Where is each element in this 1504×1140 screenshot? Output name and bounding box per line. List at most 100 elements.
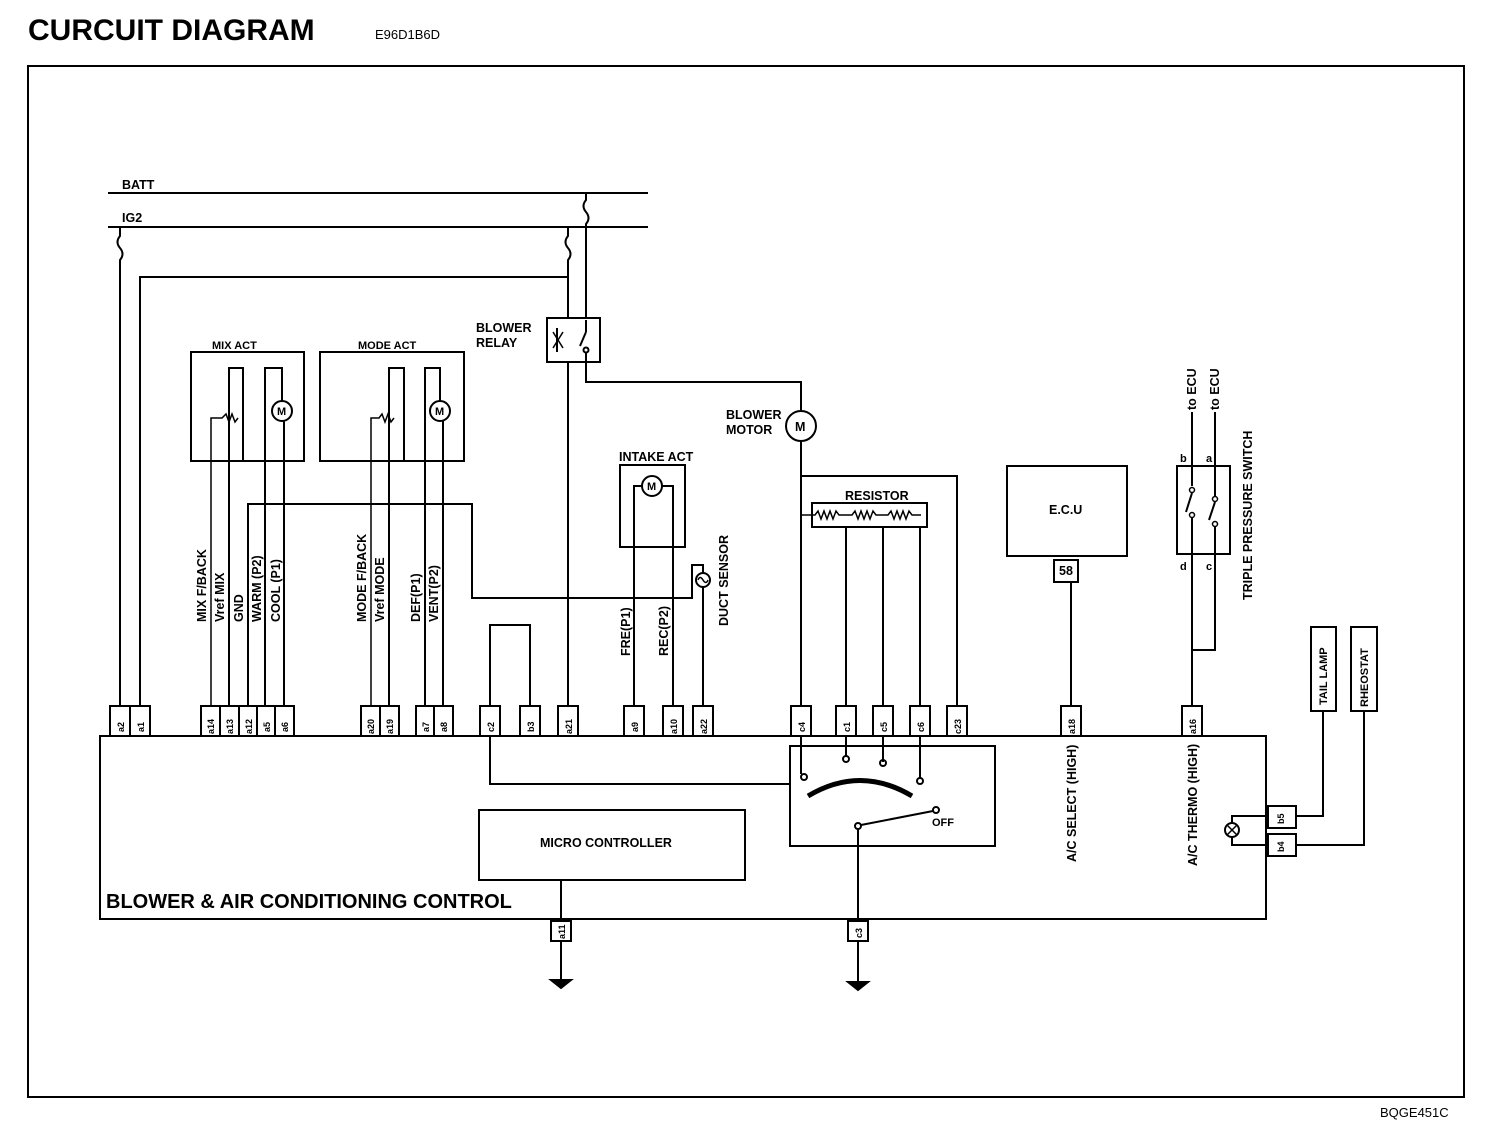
resistor-label: RESISTOR: [845, 489, 909, 503]
ecu-box: [1006, 465, 1128, 557]
intake-actuator: INTAKE ACT M: [619, 450, 694, 706]
triple-pressure-switch: b a d c to ECU to ECU TRIPLE PRESSURE SW…: [1176, 368, 1255, 706]
mode-actuator: MODE ACT M: [319, 340, 465, 706]
to-ecu-label-1: to ECU: [1185, 368, 1199, 410]
figure-id: BQGE451C: [1380, 1105, 1449, 1120]
ig2-label: IG2: [122, 211, 142, 225]
blower-motor: M BLOWER MOTOR: [726, 408, 817, 442]
switch-terminal-d: d: [1180, 561, 1187, 573]
pin-a8: a8: [433, 705, 454, 737]
duct-sensor-label: DUCT SENSOR: [717, 535, 731, 626]
grounds: [548, 941, 871, 992]
pin-b5: b5: [1267, 805, 1297, 829]
blower-motor-label-2: MOTOR: [726, 423, 772, 437]
pin-a7: a7: [415, 705, 435, 737]
control-unit-label: BLOWER & AIR CONDITIONING CONTROL: [106, 891, 512, 913]
pin-a20: a20: [360, 705, 381, 737]
svg-text:a1: a1: [136, 722, 146, 732]
pin-b4: b4: [1267, 833, 1297, 857]
mix-act-label: MIX ACT: [212, 340, 257, 352]
label-warm: WARM (P2): [250, 555, 264, 622]
svg-text:a12: a12: [244, 719, 254, 734]
selector-switch-box: [789, 745, 996, 847]
pin-a13: a13: [219, 705, 240, 737]
svg-text:a2: a2: [116, 722, 126, 732]
svg-text:a18: a18: [1067, 719, 1077, 734]
label-def: DEF(P1): [409, 573, 423, 622]
wire-gnd: [247, 503, 697, 706]
svg-text:M: M: [647, 481, 656, 493]
rheostat-label: RHEOSTAT: [1359, 648, 1371, 707]
svg-text:a7: a7: [421, 722, 431, 732]
pin-a10: a10: [662, 705, 684, 737]
svg-text:a21: a21: [564, 719, 574, 734]
diagram-frame: [27, 65, 1465, 1098]
label-ac-thermo: A/C THERMO (HIGH): [1186, 744, 1200, 866]
connector-pins: a2 a1 a14 a13 a12 a5 a6 a20 a19 a7 a8 c2…: [109, 705, 1297, 942]
label-mix-fback: MIX F/BACK: [195, 549, 209, 622]
svg-text:a11: a11: [557, 924, 567, 939]
svg-text:b3: b3: [526, 721, 536, 732]
label-cool: COOL (P1): [269, 559, 283, 622]
ecu-pin-label: 58: [1059, 564, 1073, 578]
svg-text:b5: b5: [1276, 813, 1286, 824]
off-label: OFF: [932, 817, 954, 829]
blower-relay-label-1: BLOWER: [476, 321, 532, 335]
pin-c4: c4: [790, 705, 812, 737]
selector-arc: [806, 778, 914, 799]
rheostat: RHEOSTAT: [1296, 626, 1378, 846]
svg-text:a22: a22: [699, 719, 709, 734]
label-fre: FRE(P1): [619, 607, 633, 656]
pin-a12: a12: [238, 705, 258, 737]
mix-actuator: MIX ACT M: [190, 340, 305, 706]
switch-terminal-b: b: [1180, 453, 1187, 465]
svg-text:M: M: [435, 406, 444, 418]
svg-text:c3: c3: [854, 928, 864, 938]
svg-text:M: M: [277, 406, 286, 418]
wire-c2-b3: [489, 624, 531, 706]
svg-text:c2: c2: [486, 722, 496, 732]
fuse-a2: [116, 227, 124, 706]
pin-a11: a11: [550, 920, 572, 942]
tail-lamp: TAIL LAMP: [1296, 626, 1337, 817]
pin-c23: c23: [946, 705, 968, 737]
triple-switch-box: [1176, 465, 1231, 555]
svg-text:a16: a16: [1188, 719, 1198, 734]
pin-a9: a9: [623, 705, 645, 737]
blower-motor-label-1: BLOWER: [726, 408, 782, 422]
label-mode-fback: MODE F/BACK: [355, 534, 369, 622]
diagram-title: CURCUIT DIAGRAM: [28, 14, 315, 47]
pin-a16: a16: [1181, 705, 1203, 737]
duct-sensor: DUCT SENSOR: [695, 535, 731, 706]
micro-controller-label: MICRO CONTROLLER: [540, 836, 672, 850]
svg-text:a20: a20: [366, 719, 376, 734]
tail-lamp-box: [1310, 626, 1337, 712]
label-rec: REC(P2): [657, 606, 671, 656]
fuses: [116, 193, 590, 706]
ecu: E.C.U 58: [1006, 465, 1128, 706]
svg-text:a13: a13: [225, 719, 235, 734]
pin-a2: a2: [109, 705, 131, 737]
fuse-relay-coil: [564, 227, 572, 706]
svg-text:c6: c6: [916, 722, 926, 732]
ecu-label: E.C.U: [1049, 503, 1082, 517]
label-vent: VENT(P2): [427, 565, 441, 622]
label-gnd: GND: [232, 594, 246, 622]
pin-a19: a19: [379, 705, 400, 737]
rheostat-box: [1350, 626, 1378, 712]
illumination-lamp: [1224, 815, 1268, 846]
resistor-zigzag: [801, 508, 921, 522]
blower-selector-switch: OFF: [789, 736, 996, 921]
svg-text:b4: b4: [1276, 841, 1286, 852]
tail-lamp-label: TAIL LAMP: [1318, 647, 1330, 705]
wire-a1: [139, 276, 568, 706]
ecu-pin-box: [1053, 559, 1079, 583]
triple-switch-label: TRIPLE PRESSURE SWITCH: [1241, 431, 1255, 600]
ground-icon: [548, 979, 574, 990]
label-ac-select: A/C SELECT (HIGH): [1065, 745, 1079, 862]
blower-relay-box: [546, 317, 601, 363]
selector-blade: [860, 810, 934, 826]
svg-text:a14: a14: [206, 719, 216, 734]
pin-c3: c3: [847, 920, 869, 942]
svg-text:c4: c4: [797, 722, 807, 732]
